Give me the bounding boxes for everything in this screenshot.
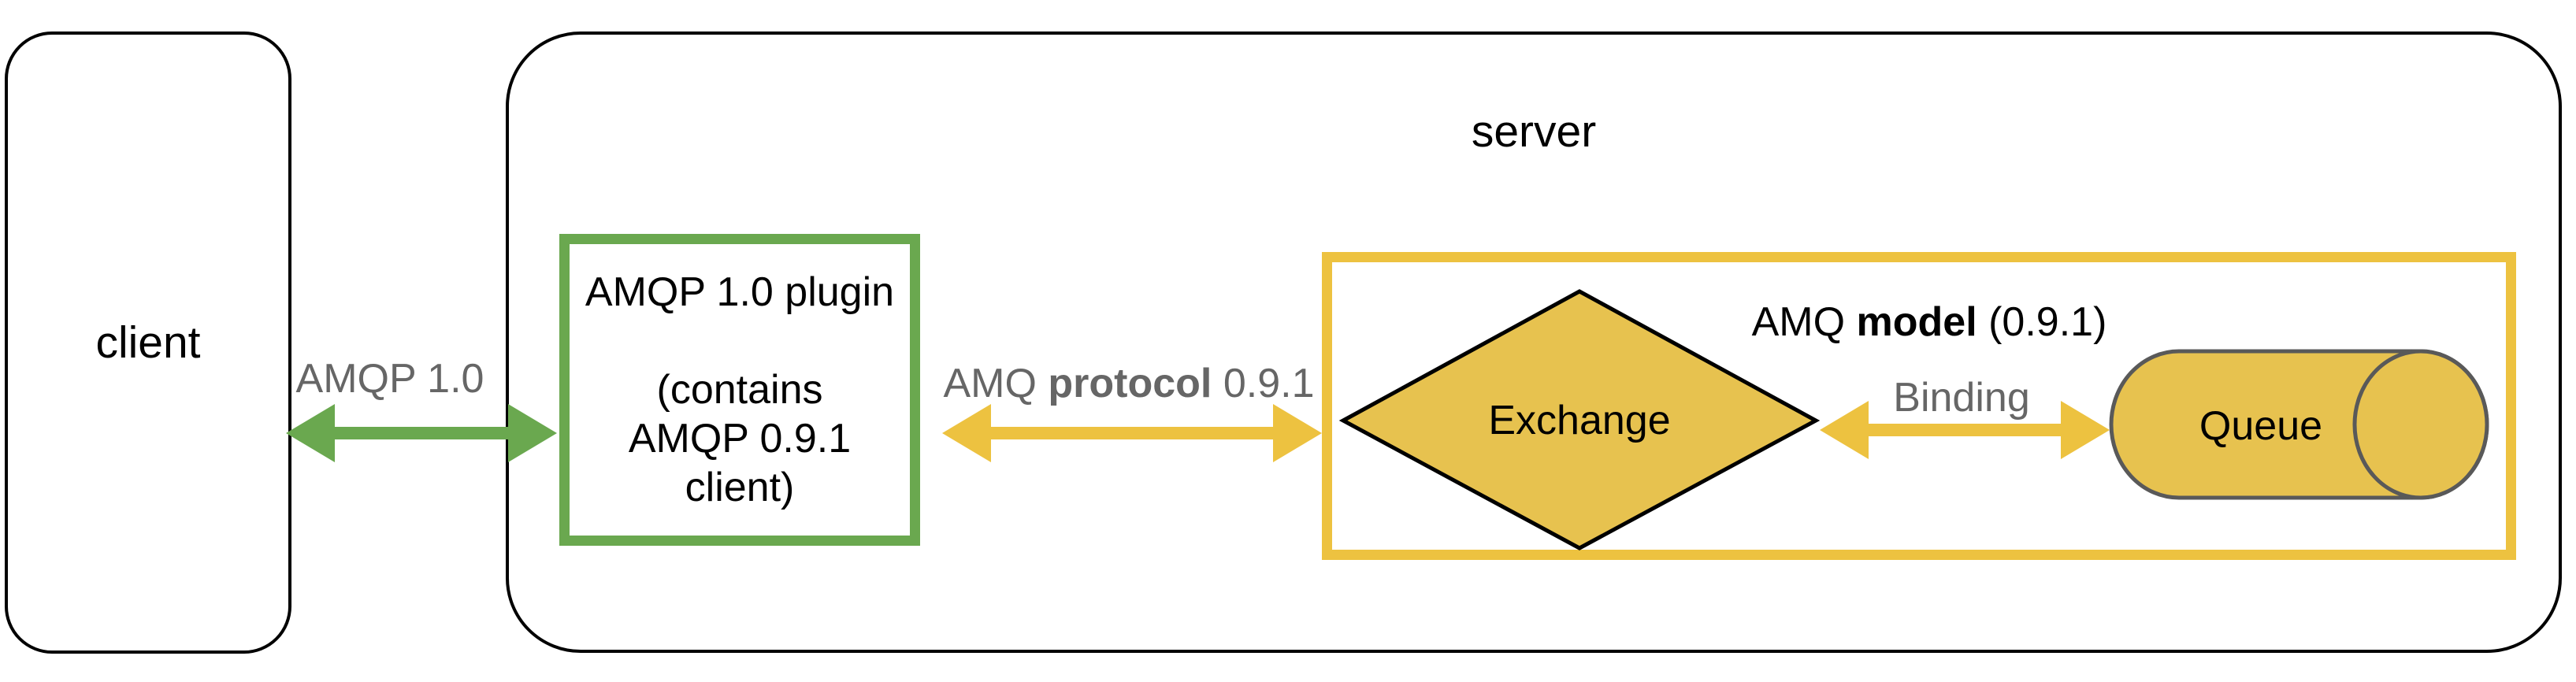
server-label: server	[1471, 106, 1597, 157]
label-binding: Binding	[1893, 375, 2030, 421]
amq-model-label-pre: AMQ	[1751, 299, 1857, 345]
amq-model-label-bold: model	[1856, 299, 1977, 345]
client-label: client	[95, 317, 201, 368]
amq-model-label-post: (0.9.1)	[1977, 299, 2107, 345]
plugin-label-line-3: (contains	[656, 367, 823, 413]
label-amq-protocol-post: 0.9.1	[1212, 361, 1315, 406]
label-amqp-1-0: AMQP 1.0	[295, 356, 484, 402]
amq-model-label: AMQ model (0.9.1)	[1322, 298, 2537, 347]
label-amq-protocol-bold: protocol	[1048, 361, 1212, 406]
plugin-label-line-5: client)	[685, 465, 795, 510]
label-amq-protocol-pre: AMQ	[943, 361, 1049, 406]
label-amq-protocol: AMQ protocol 0.9.1	[893, 359, 1365, 408]
client-box: client	[5, 32, 291, 654]
plugin-label-line-4: AMQP 0.9.1	[628, 416, 852, 461]
plugin-label-line-1: AMQP 1.0 plugin	[585, 269, 895, 315]
amqp-plugin-box: AMQP 1.0 plugin (contains AMQP 0.9.1 cli…	[559, 234, 920, 546]
